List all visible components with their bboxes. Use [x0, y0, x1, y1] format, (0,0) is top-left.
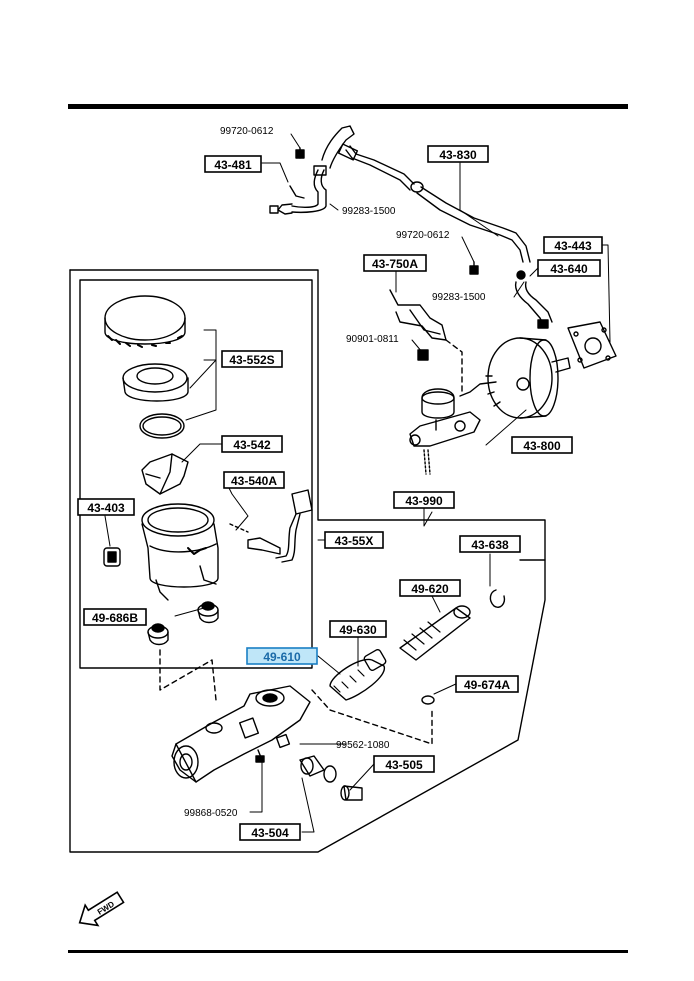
svg-text:43-638: 43-638	[471, 538, 509, 552]
svg-text:43-540A: 43-540A	[231, 474, 277, 488]
link-line	[159, 649, 217, 701]
master-cylinder-upper	[409, 388, 481, 475]
screw-icon	[469, 261, 479, 275]
caption-99720-0612: 99720-0612	[220, 126, 274, 137]
part-label-43-638[interactable]: 43-638	[459, 535, 521, 553]
reservoir-inner-box	[79, 279, 313, 669]
svg-text:43-481: 43-481	[214, 158, 252, 172]
reservoir-grommet	[147, 601, 219, 646]
part-label-43-481[interactable]: 43-481	[204, 155, 262, 173]
part-label-43-540a[interactable]: 43-540A	[223, 471, 285, 489]
reservoir-body	[103, 503, 219, 601]
part-label-43-990[interactable]: 43-990	[393, 491, 455, 509]
svg-text:43-990: 43-990	[405, 494, 443, 508]
reservoir-cap	[104, 295, 189, 439]
part-label-43-830[interactable]: 43-830	[427, 145, 489, 163]
svg-text:49-686B: 49-686B	[92, 611, 138, 625]
union-bolt	[299, 755, 325, 777]
svg-text:43-505: 43-505	[385, 758, 423, 772]
svg-text:43-640: 43-640	[550, 262, 588, 276]
svg-text:43-55X: 43-55X	[335, 534, 374, 548]
washer	[323, 765, 337, 783]
caption-99562-1080: 99562-1080	[336, 740, 390, 751]
part-label-43-505[interactable]: 43-505	[373, 755, 435, 773]
bleeder-screw	[255, 749, 265, 763]
screw-icon	[295, 147, 305, 159]
part-label-43-504[interactable]: 43-504	[239, 823, 301, 841]
secondary-piston-assembly	[329, 648, 387, 701]
part-label-43-403[interactable]: 43-403	[77, 498, 135, 516]
svg-text:49-674A: 49-674A	[464, 678, 510, 692]
part-label-43-640[interactable]: 43-640	[537, 259, 601, 277]
part-label-49-620[interactable]: 49-620	[399, 579, 461, 597]
svg-text:43-552S: 43-552S	[229, 353, 274, 367]
reservoir-strainer	[141, 453, 189, 495]
brake-booster	[459, 337, 571, 419]
group-outline	[69, 269, 546, 853]
booster-bracket	[389, 289, 447, 361]
part-label-43-750a[interactable]: 43-750A	[363, 254, 427, 272]
svg-text:43-830: 43-830	[439, 148, 477, 162]
caption-99868-0520: 99868-0520	[184, 808, 238, 819]
svg-text:43-750A: 43-750A	[372, 257, 418, 271]
part-labels: 43-481 43-830 43-443 43-640 43-750A 43-5…	[77, 145, 603, 841]
caption-99720-0612: 99720-0612	[396, 230, 450, 241]
top-rule	[68, 104, 628, 109]
svg-text:43-542: 43-542	[233, 438, 271, 452]
part-label-49-686b[interactable]: 49-686B	[83, 608, 147, 626]
part-label-43-542[interactable]: 43-542	[221, 435, 283, 453]
stop-bolt	[340, 785, 363, 801]
part-label-43-800[interactable]: 43-800	[511, 436, 573, 454]
svg-text:43-403: 43-403	[87, 501, 125, 515]
svg-text:43-800: 43-800	[523, 439, 561, 453]
link-line	[445, 339, 463, 396]
svg-text:49-620: 49-620	[411, 582, 449, 596]
booster-gasket	[567, 321, 617, 369]
vacuum-hose-assembly	[269, 125, 531, 263]
retaining-ring	[489, 589, 506, 608]
svg-text:43-443: 43-443	[554, 239, 592, 253]
level-sensor	[229, 489, 313, 563]
part-label-49-610[interactable]: 49-610	[246, 647, 318, 665]
svg-text:49-610: 49-610	[263, 650, 301, 664]
svg-text:49-630: 49-630	[339, 623, 377, 637]
fwd-arrow-icon: FWD	[78, 891, 125, 927]
part-label-43-443[interactable]: 43-443	[543, 236, 603, 254]
part-label-49-674a[interactable]: 49-674A	[455, 675, 519, 693]
reservoir-group-outline	[69, 269, 546, 561]
link-line	[311, 689, 433, 745]
master-cylinder-body	[171, 685, 311, 783]
primary-piston-assembly	[399, 605, 471, 661]
bottom-rule	[68, 950, 628, 953]
caption-99283-1500: 99283-1500	[342, 206, 396, 217]
part-label-49-630[interactable]: 49-630	[329, 620, 387, 638]
part-label-43-552s[interactable]: 43-552S	[221, 350, 283, 368]
part-label-43-55x[interactable]: 43-55X	[324, 531, 384, 549]
caption-99283-1500: 99283-1500	[432, 292, 486, 303]
hardware-captions: 99720-0612 99283-1500 99720-0612 99283-1…	[184, 126, 486, 819]
check-valve-hose	[514, 270, 553, 329]
caption-90901-0811: 90901-0811	[346, 334, 399, 345]
piston-seal	[421, 695, 435, 705]
svg-text:43-504: 43-504	[251, 826, 289, 840]
